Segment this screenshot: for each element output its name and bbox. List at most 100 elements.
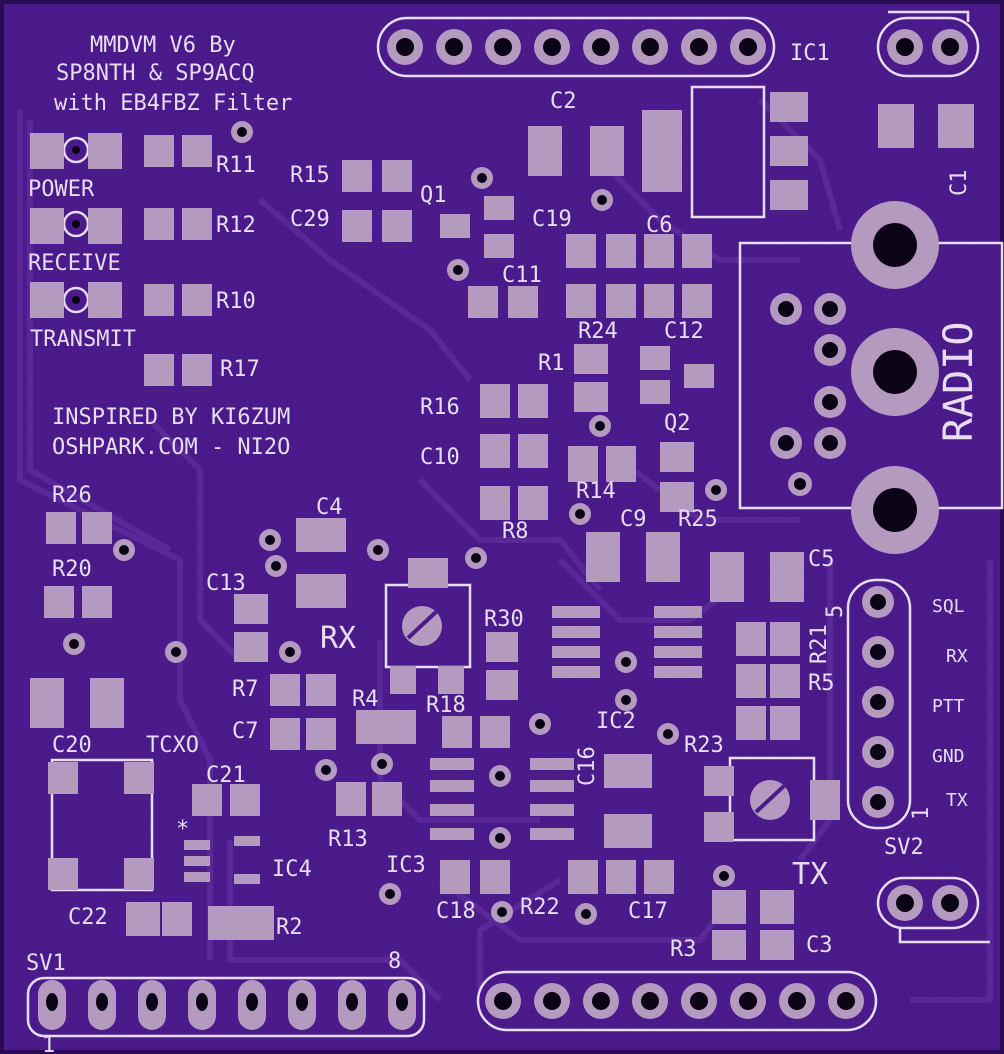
drill-hole	[592, 38, 610, 56]
sv1-pin-hole	[146, 993, 158, 1011]
smd-pad	[88, 208, 122, 244]
title-line-3: with EB4FBZ Filter	[54, 91, 292, 116]
smd-pad	[124, 858, 154, 890]
smd-pad	[760, 930, 794, 960]
refdes-c3: C3	[806, 933, 833, 958]
smd-pad	[372, 782, 402, 816]
drill-hole	[581, 909, 591, 919]
sv1-pin-hole	[196, 993, 208, 1011]
refdes-c21: C21	[206, 763, 246, 788]
refdes-ic2: IC2	[596, 709, 636, 734]
sv2-pin5-label: 5	[823, 605, 848, 618]
smd-pad	[568, 860, 598, 894]
drill-hole	[794, 478, 806, 490]
tx-trimmer[interactable]	[750, 780, 790, 820]
refdes-r15: R15	[290, 163, 330, 188]
tcxo-label: TCXO	[146, 733, 199, 758]
drill-hole	[690, 38, 708, 56]
smd-pad	[770, 92, 808, 122]
sv1-pin-hole	[246, 993, 258, 1011]
smd-pad	[574, 344, 608, 374]
smd-pad	[90, 678, 124, 728]
drill-hole	[237, 127, 247, 137]
drill-hole	[621, 657, 631, 667]
refdes-r14: R14	[576, 479, 616, 504]
refdes-r5: R5	[808, 671, 835, 696]
smd-pad	[586, 532, 620, 582]
smd-pad	[30, 133, 64, 169]
smd-pad	[430, 804, 474, 816]
through-holes	[38, 29, 968, 1030]
refdes-r12: R12	[216, 213, 256, 238]
smd-pad	[770, 706, 800, 740]
sv1-label: SV1	[26, 951, 66, 976]
smd-pad	[660, 482, 694, 512]
drill-hole	[870, 794, 886, 810]
sv1-pin8-label: 8	[388, 949, 401, 974]
drill-hole	[265, 535, 275, 545]
reference-designators: IC1IC2IC3IC4C1C2C3C4C5C6C7C9C10C11C12C13…	[52, 41, 972, 962]
refdes-c17: C17	[628, 899, 668, 924]
smd-pad	[684, 364, 714, 388]
smd-pad	[654, 626, 702, 638]
smd-pad	[644, 860, 674, 894]
smd-pad	[296, 518, 346, 552]
refdes-c2: C2	[550, 89, 577, 114]
drill-hole	[453, 265, 463, 275]
refdes-r21: R21	[807, 624, 832, 664]
drill-hole	[778, 301, 794, 317]
sv1-pin1-label: 1	[42, 1033, 55, 1054]
smd-pad	[184, 856, 210, 866]
sv1-pin-hole	[96, 993, 108, 1011]
refdes-r3: R3	[670, 937, 697, 962]
smd-pad	[480, 486, 510, 520]
sv2-signal-rx: RX	[946, 646, 968, 667]
sv2-signal-tx: TX	[946, 790, 968, 811]
smd-pad	[234, 632, 268, 662]
refdes-r20: R20	[52, 557, 92, 582]
smd-pad	[770, 136, 808, 166]
smd-pad	[682, 234, 712, 268]
smd-pad	[144, 135, 174, 167]
smd-pad	[486, 632, 518, 662]
smd-pad	[88, 133, 122, 169]
smd-pad	[124, 762, 154, 794]
drill-hole	[873, 350, 917, 394]
smd-pad	[552, 666, 600, 678]
led-center	[72, 296, 80, 304]
drill-hole	[477, 173, 487, 183]
drill-hole	[711, 485, 721, 495]
smd-pad	[440, 860, 470, 894]
drill-hole	[690, 992, 708, 1010]
refdes-c20: C20	[52, 733, 92, 758]
smd-pad	[682, 284, 712, 318]
led-label-transmit: TRANSMIT	[30, 327, 136, 352]
drill-hole	[822, 342, 838, 358]
led-label-receive: RECEIVE	[28, 251, 121, 276]
refdes-q2: Q2	[664, 411, 691, 436]
title-line-1: MMDVM V6 By	[90, 33, 236, 58]
smd-pad	[770, 552, 804, 602]
led-center	[72, 220, 80, 228]
smd-pad	[82, 586, 112, 618]
refdes-r18: R18	[426, 693, 466, 718]
smd-pad	[568, 446, 598, 482]
refdes-c5: C5	[808, 547, 835, 572]
drill-hole	[592, 992, 610, 1010]
smd-pad	[234, 594, 268, 624]
smd-pad	[46, 512, 76, 544]
rx-trimmer[interactable]	[402, 606, 442, 646]
smd-pad	[528, 126, 562, 176]
drill-hole	[321, 765, 331, 775]
smd-pad	[430, 758, 474, 770]
smd-pad	[468, 286, 498, 318]
smd-pad	[712, 890, 746, 924]
drill-hole	[870, 594, 886, 610]
led-label-power: POWER	[28, 177, 95, 202]
inspired-line-1: INSPIRED BY KI6ZUM	[52, 405, 290, 430]
smd-pad	[184, 872, 210, 882]
drill-hole	[788, 992, 806, 1010]
smd-pad	[48, 858, 78, 890]
smd-pad	[646, 532, 680, 582]
